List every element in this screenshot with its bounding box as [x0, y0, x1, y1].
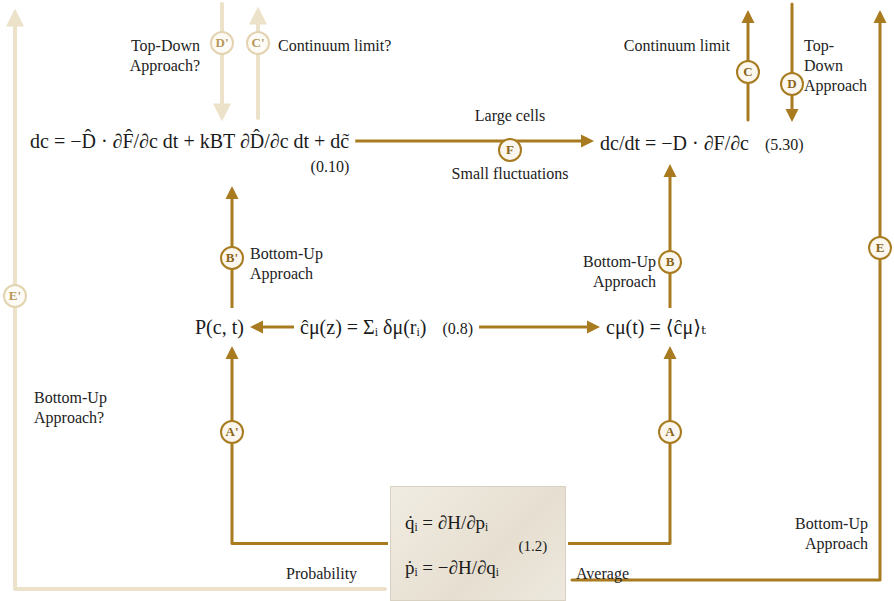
- faded-arrow: [256, 12, 260, 118]
- annotation: Bottom-Up Approach: [770, 514, 868, 554]
- annotation: Continuum limit: [610, 36, 730, 56]
- equation: ĉμ(z) = Σᵢ δμ(rᵢ) (0.8): [300, 314, 473, 342]
- annotation: Small fluctuations: [430, 164, 590, 184]
- equation: dc = −D̂ · ∂F̂/∂c dt + kBT ∂D̂/∂c dt + d…: [30, 128, 349, 180]
- annotation: Large cells: [440, 106, 580, 126]
- annotation: Average: [576, 564, 676, 584]
- callout-letter: B: [658, 250, 682, 274]
- callout-letter: C': [246, 31, 270, 55]
- callout-letter: E': [3, 284, 27, 308]
- connector-arrow: [479, 326, 596, 329]
- equation-number: (1.2): [519, 531, 555, 561]
- annotation: Probability: [286, 564, 386, 584]
- annotation: Top-Down Approach?: [70, 36, 200, 76]
- faded-arrow: [220, 4, 224, 116]
- callout-letter: E: [868, 236, 892, 260]
- callout-letter: F: [498, 138, 522, 162]
- equation-text: ĉμ(z) = Σᵢ δμ(rᵢ): [300, 314, 426, 340]
- connector-arrow: [355, 140, 590, 143]
- equation-text: dc = −D̂ · ∂F̂/∂c dt + kBT ∂D̂/∂c dt + d…: [30, 128, 349, 154]
- annotation: Bottom-Up Approach?: [34, 388, 164, 428]
- equation-number: (0.8): [442, 316, 473, 342]
- callout-letter: B': [220, 246, 244, 270]
- callout-letter: A: [658, 420, 682, 444]
- annotation: Bottom-Up Approach: [560, 252, 656, 292]
- connector-arrow: [232, 350, 388, 544]
- equation-text: cμ(t) = ⟨ĉμ⟩ₜ: [606, 314, 706, 340]
- connector-arrow: [669, 168, 672, 308]
- bottom-up-arrow: [572, 14, 880, 580]
- equation-number: (0.10): [311, 154, 350, 180]
- equation-text: P(c, t): [195, 314, 244, 340]
- annotation: Bottom-Up Approach: [250, 244, 350, 284]
- annotation: Continuum limit?: [278, 36, 398, 56]
- callout-letter: C: [736, 60, 760, 84]
- top-down-arrow: [791, 4, 794, 118]
- equation: cμ(t) = ⟨ĉμ⟩ₜ: [606, 314, 706, 340]
- callout-letter: D': [210, 31, 234, 55]
- faded-arrow: [15, 14, 385, 589]
- equation-text: dc/dt = −D · ∂F/∂c: [600, 130, 749, 156]
- annotation: Top-Down Approach: [804, 36, 870, 96]
- equation-text: ṗᵢ = −∂H/∂qᵢ: [405, 553, 507, 583]
- callout-letter: D: [780, 72, 804, 96]
- equation: P(c, t): [195, 314, 244, 340]
- equation-number: (5.30): [765, 132, 804, 158]
- connector-arrow: [568, 350, 670, 544]
- hamilton-box: q̇ᵢ = ∂H/∂pᵢ ṗᵢ = −∂H/∂qᵢ (1.2): [390, 486, 566, 601]
- equation-text: q̇ᵢ = ∂H/∂pᵢ: [405, 508, 507, 538]
- callout-letter: A': [220, 420, 244, 444]
- connector-arrow: [254, 326, 294, 329]
- equation: dc/dt = −D · ∂F/∂c (5.30): [600, 130, 804, 158]
